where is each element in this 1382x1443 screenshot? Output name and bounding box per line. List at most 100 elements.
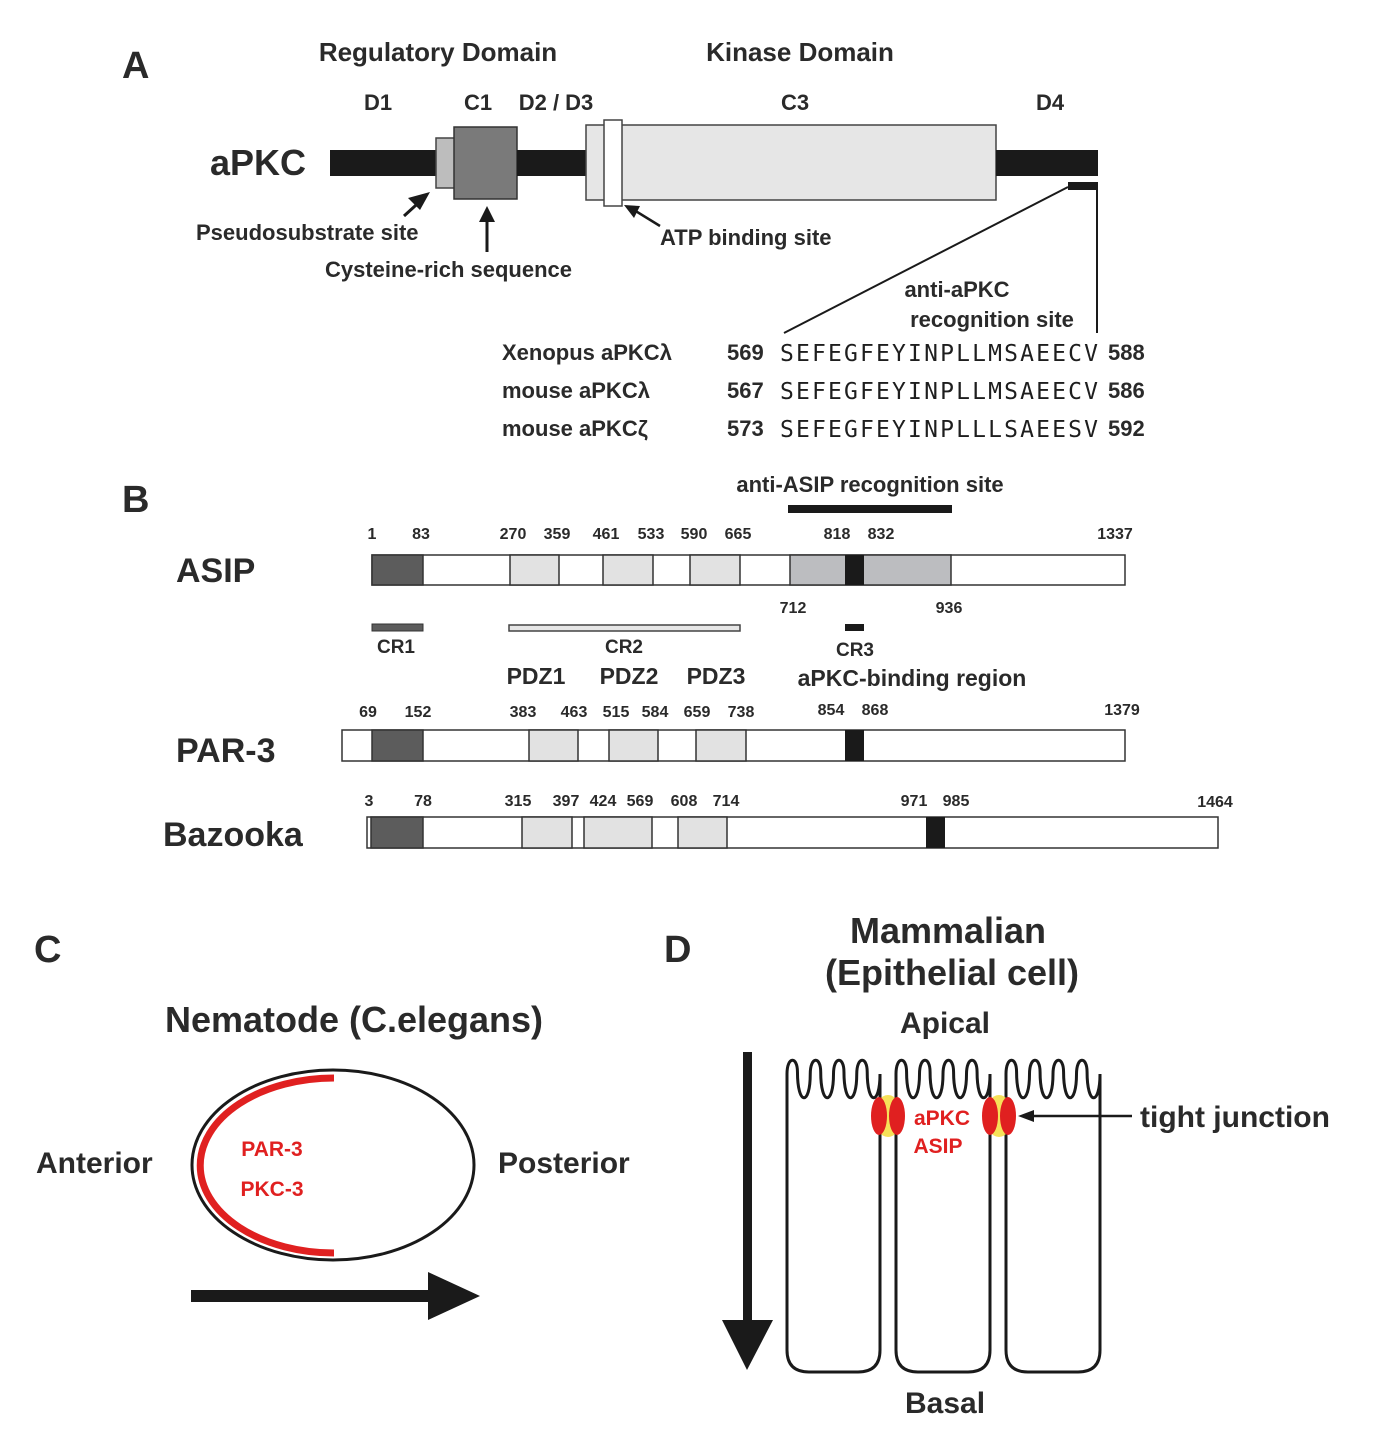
panel-d-label: D <box>664 929 691 971</box>
c1-domain <box>453 126 518 200</box>
panel-d-title-line1: Mammalian <box>850 910 1046 951</box>
recognition-site-marker <box>1068 182 1098 190</box>
bazooka-protein-name: Bazooka <box>163 816 304 854</box>
bazooka-position-label: 397 <box>553 793 580 810</box>
par3-position-label: 868 <box>862 702 889 719</box>
epithelial-cell-1 <box>785 1058 882 1374</box>
asip-position-label: 270 <box>500 526 527 543</box>
bazooka-position-label: 1464 <box>1197 794 1233 811</box>
basal-label: Basal <box>905 1387 985 1420</box>
apkc-junction-label: aPKC <box>914 1107 970 1130</box>
bazooka-position-label: 569 <box>627 793 654 810</box>
apkc-binding-region-label: aPKC-binding region <box>798 665 1027 691</box>
asip-cr3-domain <box>845 555 864 585</box>
region-label-d2d3: D2 / D3 <box>519 90 594 115</box>
asip-position-label: 936 <box>936 600 963 617</box>
cr2-bar <box>508 624 741 632</box>
d4-tail <box>996 150 1098 176</box>
asip-protein-name: ASIP <box>176 552 255 590</box>
par3-position-label: 659 <box>684 704 711 721</box>
par3-position-label: 1379 <box>1104 702 1140 719</box>
par3-pdz3-domain <box>695 729 747 762</box>
bazooka-position-label: 78 <box>414 793 432 810</box>
panel-c: C Nematode (C.elegans) PAR-3 PKC-3 Anter… <box>34 929 630 1320</box>
recognition-label-line1: anti-aPKC <box>904 277 1009 302</box>
asip-pdz2-domain <box>602 554 654 586</box>
panel-b-label: B <box>122 479 149 521</box>
sequence-start: 569 <box>727 340 764 365</box>
tight-junction-left <box>871 1095 905 1137</box>
bazooka-position-label: 714 <box>713 793 740 810</box>
bazooka-cr3-domain <box>926 817 945 848</box>
cr1-bar <box>371 623 424 632</box>
cr3-label: CR3 <box>836 640 874 661</box>
bazooka-position-label: 985 <box>943 793 970 810</box>
cr3-bar <box>845 624 864 631</box>
d2d3-linker <box>517 150 587 176</box>
region-label-d4: D4 <box>1036 90 1065 115</box>
asip-position-label: 83 <box>412 526 430 543</box>
panel-a-label: A <box>122 45 149 87</box>
cr1-label: CR1 <box>377 637 415 658</box>
asip-pdz1-domain <box>509 554 560 586</box>
region-label-c3: C3 <box>781 90 809 115</box>
kinase-domain-label: Kinase Domain <box>706 37 894 67</box>
asip-position-label: 461 <box>593 526 620 543</box>
sequence-species: mouse aPKCζ <box>502 416 648 441</box>
asip-position-label: 590 <box>681 526 708 543</box>
panel-c-title: Nematode (C.elegans) <box>165 999 543 1040</box>
atp-binding-label: ATP binding site <box>660 225 832 250</box>
sequence-residues: SEFEGFEYINPLLMSAEECV <box>780 379 1098 405</box>
par3-position-label: 738 <box>728 704 755 721</box>
pseudosubstrate-label: Pseudosubstrate site <box>196 220 419 245</box>
asip-position-label: 832 <box>868 526 895 543</box>
panel-a: A Regulatory Domain Kinase Domain D1 C1 … <box>122 37 1145 443</box>
par3-position-label: 383 <box>510 704 537 721</box>
sequence-row: Xenopus aPKCλ 569 SEFEGFEYINPLLMSAEECV 5… <box>502 340 1145 367</box>
panel-c-label: C <box>34 929 61 971</box>
atp-binding-domain <box>603 119 623 207</box>
anti-asip-label: anti-ASIP recognition site <box>736 472 1003 497</box>
sequence-row: mouse aPKCλ 567 SEFEGFEYINPLLMSAEECV 586 <box>502 378 1145 405</box>
sequence-species: Xenopus aPKCλ <box>502 340 672 365</box>
pseudosubstrate-domain <box>435 137 457 189</box>
cysteine-rich-arrow-icon <box>479 206 495 252</box>
bazooka-pdz3-domain <box>677 816 728 849</box>
panel-d-title-line2: (Epithelial cell) <box>825 952 1079 993</box>
regulatory-domain-label: Regulatory Domain <box>319 37 557 67</box>
anterior-posterior-arrow-icon <box>191 1272 480 1320</box>
sequence-start: 573 <box>727 416 764 441</box>
panel-b: B anti-ASIP recognition site ASIP 1 83 2… <box>122 472 1233 854</box>
sequence-species: mouse aPKCλ <box>502 378 650 403</box>
apical-label: Apical <box>900 1007 990 1040</box>
panel-d: D Mammalian (Epithelial cell) Apical aPK… <box>664 910 1330 1420</box>
par3-position-label: 152 <box>405 704 432 721</box>
asip-apkc-binding-region <box>789 554 952 586</box>
sequence-residues: SEFEGFEYINPLLMSAEECV <box>780 341 1098 367</box>
asip-position-label: 1337 <box>1097 526 1133 543</box>
sequence-row: mouse aPKCζ 573 SEFEGFEYINPLLLSAEESV 592 <box>502 416 1145 443</box>
bazooka-position-label: 424 <box>590 793 617 810</box>
asip-position-label: 533 <box>638 526 665 543</box>
par3-position-label: 854 <box>818 702 845 719</box>
d1-linker <box>330 150 438 176</box>
recognition-label-line2: recognition site <box>910 307 1074 332</box>
pkc3-cortical-label: PKC-3 <box>240 1178 303 1201</box>
tight-junction-label: tight junction <box>1140 1101 1330 1134</box>
sequence-start: 567 <box>727 378 764 403</box>
bazooka-position-label: 3 <box>365 793 374 810</box>
epithelial-cell-2 <box>894 1058 992 1374</box>
atp-binding-arrow-icon <box>624 205 661 228</box>
bazooka-cr1-domain <box>370 816 424 849</box>
asip-position-label: 712 <box>780 600 807 617</box>
par3-position-label: 515 <box>603 704 630 721</box>
anterior-cortex-crescent <box>196 1074 335 1257</box>
sequence-end: 586 <box>1108 378 1145 403</box>
sequence-end: 588 <box>1108 340 1145 365</box>
par3-pdz1-domain <box>528 729 579 762</box>
pdz1-label: PDZ1 <box>507 663 566 689</box>
apical-basal-arrow-icon <box>722 1052 773 1370</box>
par3-cr1-domain <box>371 729 424 762</box>
bazooka-position-label: 315 <box>505 793 532 810</box>
